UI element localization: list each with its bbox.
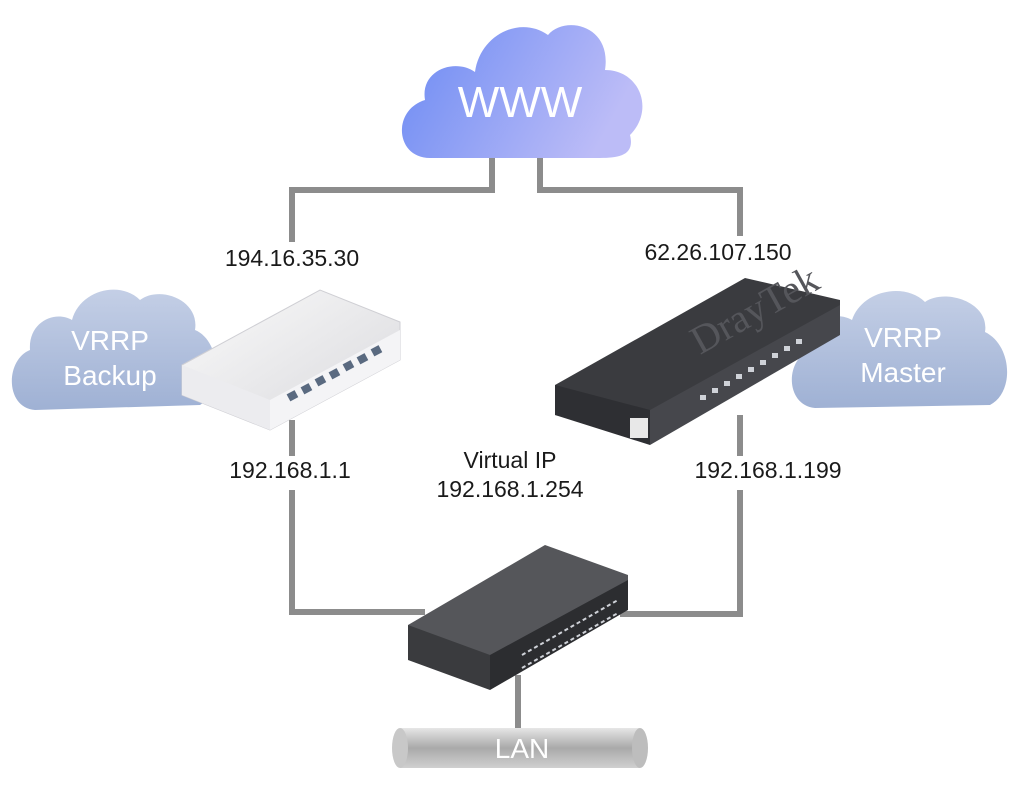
virtual-ip-label: Virtual IP: [464, 447, 557, 473]
lan-switch: [408, 545, 628, 690]
backup-lan-ip: 192.168.1.1: [229, 457, 351, 483]
router-icon: [555, 278, 840, 435]
lan-label: LAN: [495, 733, 549, 764]
master-router: DrayTek: [555, 256, 840, 445]
lan-segment: LAN: [392, 728, 648, 768]
backup-wan-ip: 194.16.35.30: [225, 245, 359, 271]
cloud-icon: [11, 289, 217, 410]
www-label: WWW: [458, 78, 583, 127]
cloud-icon: [791, 290, 1008, 408]
vrrp-master-cloud: VRRP Master: [791, 290, 1008, 408]
backup-label-line1: VRRP: [71, 325, 149, 356]
links: [289, 150, 743, 735]
master-wan-ip: 62.26.107.150: [644, 239, 791, 265]
master-label-line1: VRRP: [864, 322, 942, 353]
cloud-icon: [401, 25, 643, 158]
master-label-line2: Master: [860, 357, 946, 388]
link-www-master: [537, 150, 743, 236]
backup-label-line2: Backup: [63, 360, 156, 391]
virtual-ip: 192.168.1.254: [436, 476, 583, 502]
link-backup-switch-lower: [289, 490, 425, 615]
backup-router: [181, 289, 401, 431]
link-master-switch-lower: [620, 490, 743, 617]
link-www-backup: [289, 150, 495, 242]
vrrp-backup-cloud: VRRP Backup: [11, 289, 217, 410]
master-lan-ip: 192.168.1.199: [694, 457, 841, 483]
www-cloud: WWW: [401, 25, 643, 158]
